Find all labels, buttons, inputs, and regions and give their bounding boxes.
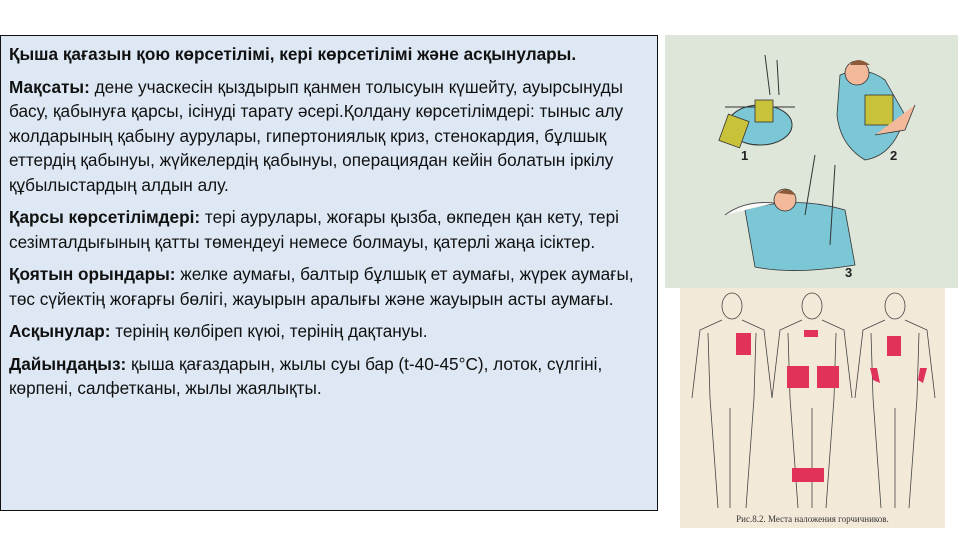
slide-title: Қыша қағазын қою көрсетілімі, кері көрсе… <box>9 44 577 64</box>
procedure-drawing <box>718 54 916 271</box>
section-contraindications: Қарсы көрсетілімдері: тері аурулары, жоғ… <box>9 205 649 254</box>
section-complications: Асқынулар: терінің көлбіреп күюі, теріні… <box>9 319 649 344</box>
step-label-1: 1 <box>741 148 749 163</box>
section-text: терінің көлбіреп күюі, терінің дақтануы. <box>110 321 428 341</box>
section-label: Дайындаңыз: <box>9 353 127 374</box>
section-text: желке аумағы, балтыр бұлшық ет аумағы, ж… <box>9 264 634 309</box>
body-outlines-drawing <box>691 292 936 509</box>
section-label: Мақсаты: <box>9 76 90 97</box>
figure-caption: Рис.8.2. Места наложения горчичников. <box>736 514 889 524</box>
content-textbox: Қыша қағазын қою көрсетілімі, кері көрсе… <box>0 35 658 511</box>
mustard-plaster-sites-figure: Рис.8.2. Места наложения горчичников. <box>680 288 945 528</box>
section-label: Қарсы көрсетілімдері: <box>9 207 201 227</box>
section-purpose: Мақсаты: дене учаскесін қыздырып қанмен … <box>9 75 649 198</box>
section-placement-sites: Қоятын орындары: желке аумағы, балтыр бұ… <box>9 262 649 311</box>
section-text: тері аурулары, жоғары қызба, өкпеден қан… <box>9 207 619 252</box>
step-label-2: 2 <box>890 148 898 163</box>
section-text: дене учаскесін қыздырып қанмен толысуын … <box>9 76 624 195</box>
section-text: қыша қағаздарын, жылы суы бар (t-40-45°С… <box>9 353 603 399</box>
section-label: Қоятын орындары: <box>9 264 176 284</box>
mustard-plaster-procedure-illustration: 1 2 3 <box>665 35 958 288</box>
section-label: Асқынулар: <box>9 321 111 341</box>
section-preparation: Дайындаңыз: қыша қағаздарын, жылы суы ба… <box>9 352 649 401</box>
step-label-3: 3 <box>845 265 853 280</box>
